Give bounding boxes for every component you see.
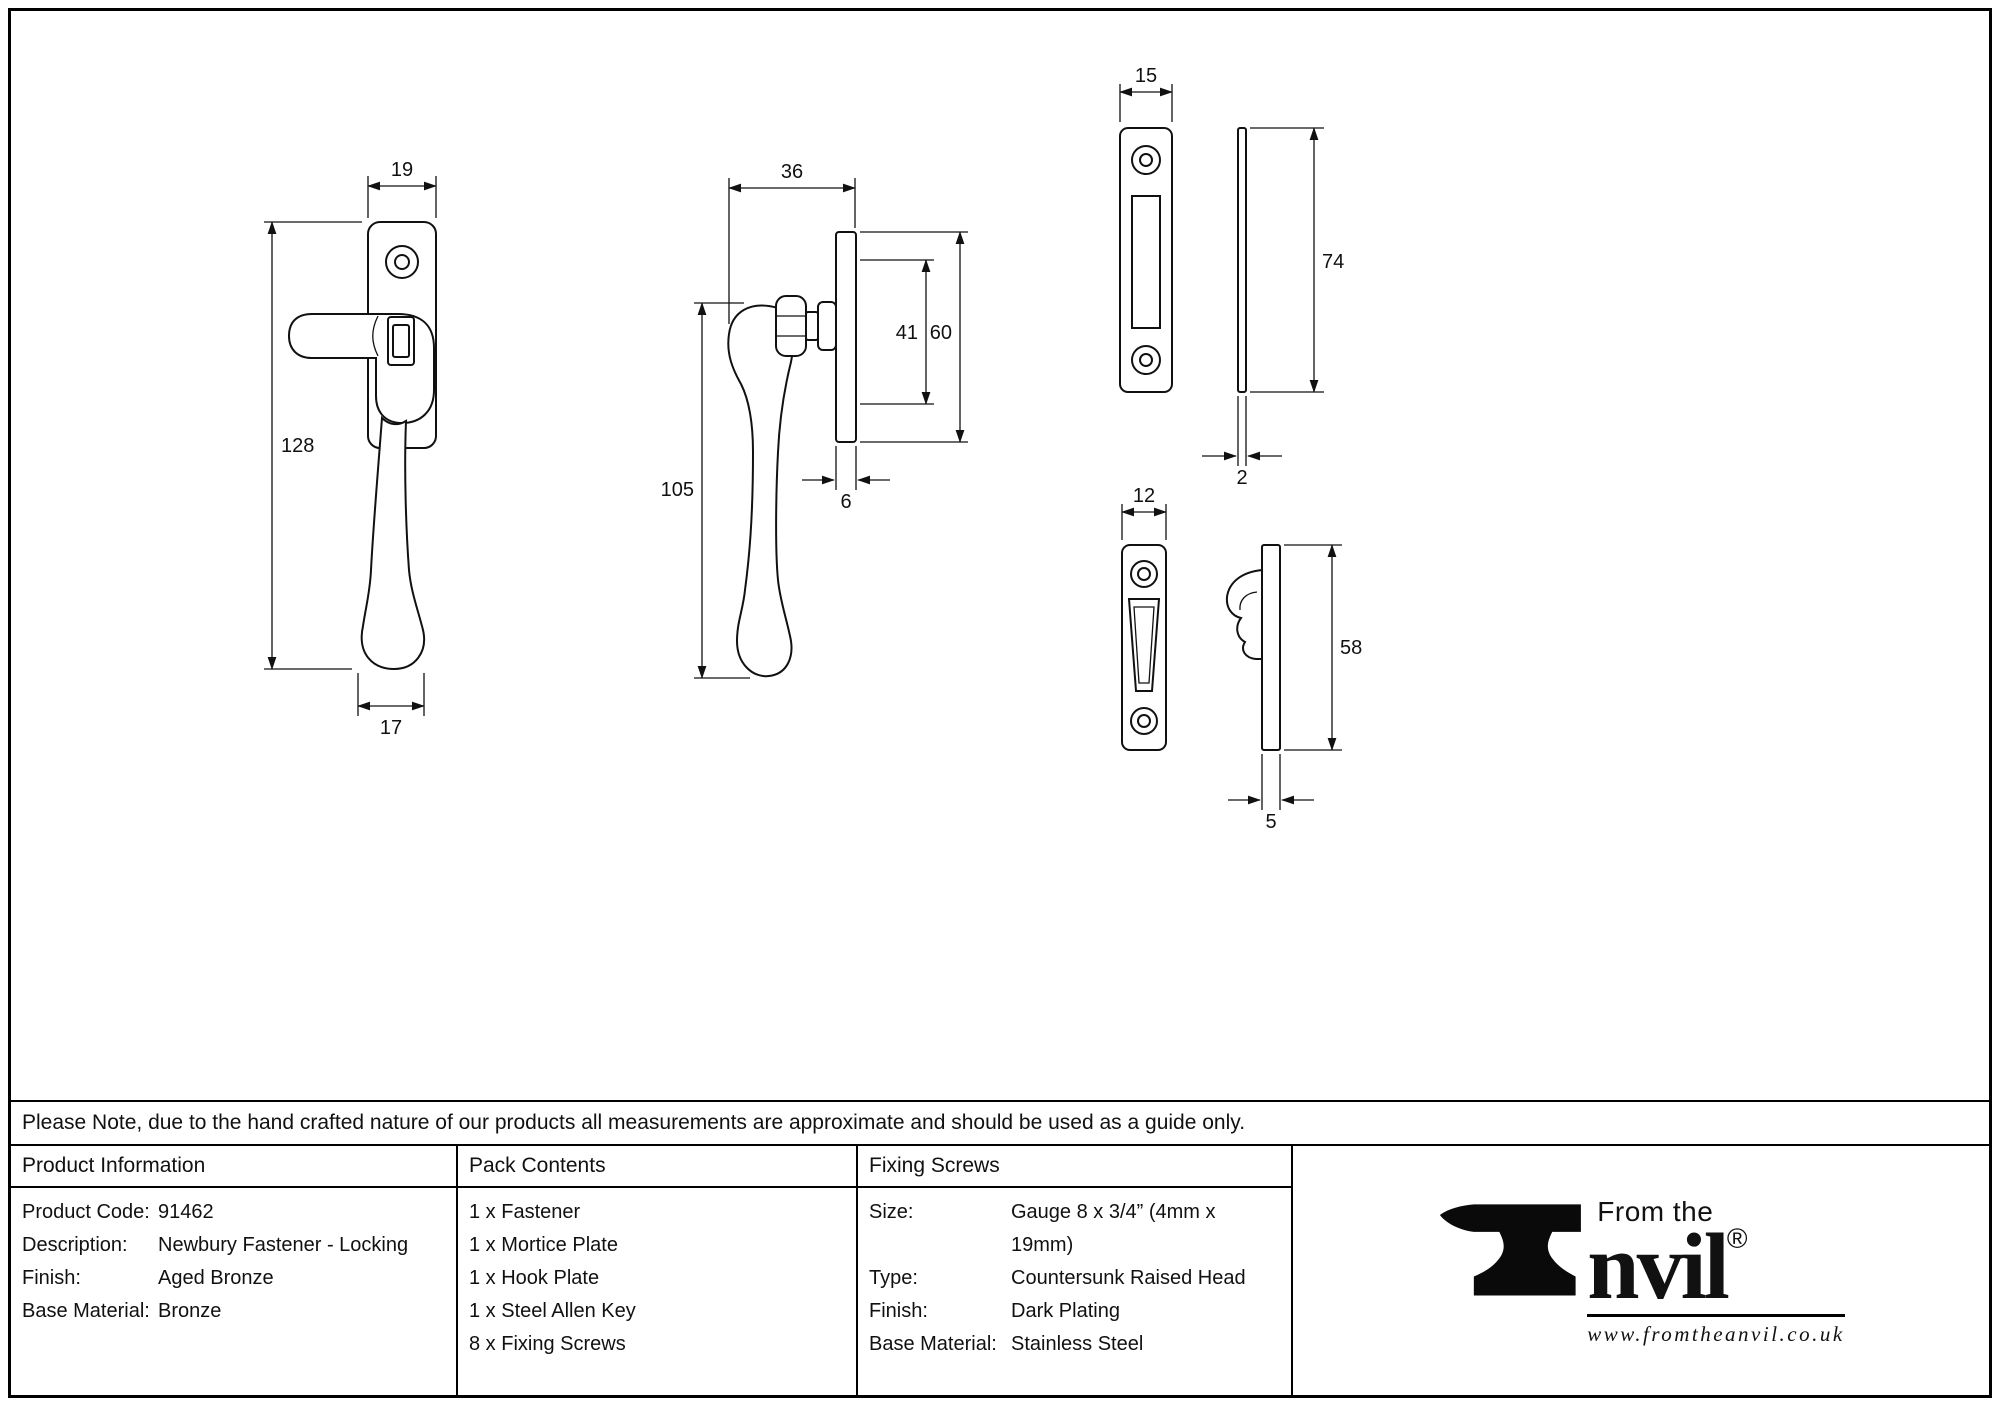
spec-value: Dark Plating: [1011, 1300, 1120, 1322]
brand-wordmark: nvil: [1587, 1214, 1730, 1319]
mortice-plate-front-view: 15: [1119, 65, 1173, 393]
dim-label-side-depth: 36: [781, 161, 803, 183]
hook-plate-edge: [1261, 544, 1281, 751]
spec-label: Description:: [22, 1234, 128, 1256]
pack-item: 1 x Mortice Plate: [469, 1234, 618, 1256]
knob-collar: [817, 301, 837, 351]
lock-button-inner: [392, 324, 410, 358]
spec-row: Base Material: Stainless Steel: [869, 1328, 1280, 1361]
screw-hole-inner: [1139, 153, 1153, 167]
dim-label-mortice-thickness: 2: [1236, 467, 1247, 489]
hook-inner-line: [1239, 591, 1258, 611]
knob-neck: [805, 311, 819, 341]
mortice-plate-side-view: 74 2: [1202, 127, 1344, 489]
pack-item: 1 x Fastener: [469, 1201, 581, 1223]
spec-label: Base Material:: [869, 1333, 997, 1355]
spec-value: Bronze: [158, 1300, 222, 1322]
pack-contents-section: Pack Contents 1 x Fastener 1 x Mortice P…: [458, 1146, 858, 1395]
spec-row: Size: Gauge 8 x 3/4” (4mm x 19mm): [869, 1196, 1280, 1262]
spec-row: Type: Countersunk Raised Head: [869, 1262, 1280, 1295]
spec-label: Product Code:: [22, 1201, 150, 1223]
hook-slot-bevel: [1133, 606, 1155, 684]
brand-wordmark-row: nvil®: [1587, 1220, 1844, 1314]
spec-row: Finish: Dark Plating: [869, 1295, 1280, 1328]
spec-label: Finish:: [22, 1267, 81, 1289]
measurement-note: Please Note, due to the hand crafted nat…: [11, 1100, 1989, 1146]
spec-value: Aged Bronze: [158, 1267, 274, 1289]
registered-mark: ®: [1726, 1222, 1748, 1254]
dim-label-side-length: 105: [661, 479, 694, 501]
hook-slot: [1127, 598, 1161, 692]
screw-hole-inner: [1137, 714, 1151, 728]
dim-label-side-plate-inner: 41: [896, 322, 918, 344]
hook-plate-front-view: 12: [1121, 485, 1167, 751]
screw-hole-inner: [1139, 353, 1153, 367]
spec-label: Base Material:: [22, 1300, 150, 1322]
spec-value: Newbury Fastener - Locking: [158, 1234, 409, 1256]
brand-tagline: From the: [1597, 1195, 1714, 1227]
pack-contents-header: Pack Contents: [458, 1146, 856, 1188]
fastener-side-view: 36 105 41 60 6: [661, 161, 968, 679]
page-border: [8, 8, 1992, 1398]
pack-item: 1 x Steel Allen Key: [469, 1300, 636, 1322]
anvil-icon: [1440, 1204, 1582, 1296]
hook-plate-side-view: 58 5: [1225, 544, 1362, 833]
dim-label-mortice-width: 15: [1135, 65, 1157, 87]
spec-value: Countersunk Raised Head: [1011, 1267, 1246, 1289]
locking-knob: [775, 295, 807, 357]
brand-section: From the nvil® www.fromtheanvil.co.uk: [1293, 1146, 1989, 1395]
note-text: Please Note, due to the hand crafted nat…: [22, 1111, 1246, 1134]
dim-label-side-plate-thickness: 6: [840, 491, 851, 513]
info-panel: Please Note, due to the hand crafted nat…: [11, 1100, 1989, 1395]
brand-website: www.fromtheanvil.co.uk: [1587, 1314, 1845, 1347]
dim-label-front-height: 128: [281, 435, 314, 457]
technical-drawing: 19 128 17 36: [264, 65, 1362, 833]
spec-label: Type:: [869, 1267, 918, 1289]
dim-label-front-width-bottom: 17: [380, 717, 402, 739]
product-information-body: Product Code: 91462 Description: Newbury…: [11, 1188, 456, 1395]
dim-label-hook-thickness: 5: [1265, 811, 1276, 833]
product-information-header: Product Information: [11, 1146, 456, 1188]
fastener-front-view: 19 128 17: [264, 159, 437, 739]
handle-side-outline: [727, 304, 794, 678]
spec-label: Size:: [869, 1201, 914, 1223]
pack-contents-body: 1 x Fastener 1 x Mortice Plate 1 x Hook …: [458, 1188, 856, 1395]
fixing-screws-header: Fixing Screws: [858, 1146, 1291, 1188]
spec-label: Finish:: [869, 1300, 928, 1322]
spec-row: Product Code: 91462: [22, 1196, 445, 1229]
dim-label-hook-width: 12: [1133, 485, 1155, 507]
pack-item: 1 x Hook Plate: [469, 1267, 600, 1289]
product-information-section: Product Information Product Code: 91462 …: [11, 1146, 458, 1395]
pack-item: 8 x Fixing Screws: [469, 1333, 626, 1355]
spec-row: Description: Newbury Fastener - Locking: [22, 1229, 445, 1262]
logo-text: From the nvil® www.fromtheanvil.co.uk: [1587, 1194, 1845, 1347]
boss-detail-line: [372, 315, 379, 357]
dim-label-side-plate-height: 60: [930, 322, 952, 344]
screw-hole-inner: [1137, 567, 1151, 581]
info-table: Product Information Product Code: 91462 …: [11, 1146, 1989, 1395]
mortice-plate-edge: [1237, 127, 1247, 393]
spec-value: Stainless Steel: [1011, 1333, 1144, 1355]
spec-row: Finish: Aged Bronze: [22, 1262, 445, 1295]
spec-value: 91462: [158, 1201, 214, 1223]
backplate-edge: [835, 231, 857, 443]
dim-label-front-width-top: 19: [391, 159, 413, 181]
anvil-logo: From the nvil® www.fromtheanvil.co.uk: [1437, 1194, 1845, 1347]
fixing-screws-section: Fixing Screws Size: Gauge 8 x 3/4” (4mm …: [858, 1146, 1293, 1395]
hook-profile: [1225, 568, 1263, 660]
dim-label-mortice-height: 74: [1322, 251, 1344, 273]
spec-row: Base Material: Bronze: [22, 1295, 445, 1328]
fixing-screws-body: Size: Gauge 8 x 3/4” (4mm x 19mm) Type: …: [858, 1188, 1291, 1395]
dim-label-hook-height: 58: [1340, 637, 1362, 659]
screw-hole-inner: [394, 254, 410, 270]
logo-row: From the nvil® www.fromtheanvil.co.uk: [1437, 1194, 1845, 1347]
spec-value: Gauge 8 x 3/4” (4mm x 19mm): [1011, 1201, 1216, 1256]
handle-shaft: [360, 415, 426, 671]
mortice-slot: [1131, 195, 1161, 329]
